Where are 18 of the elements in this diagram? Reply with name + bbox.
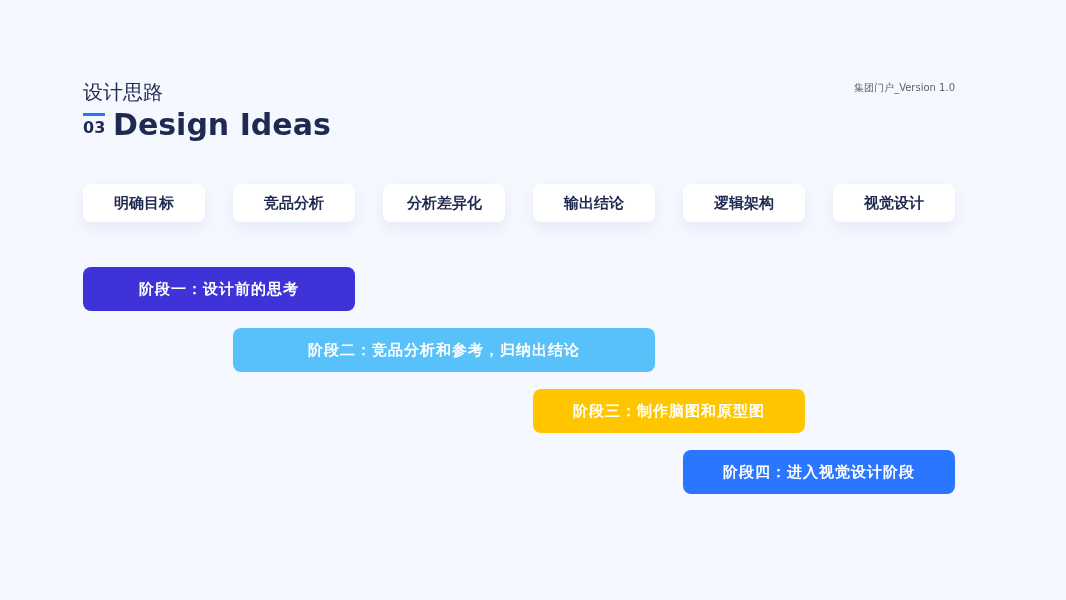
page-title: Design Ideas [113, 106, 331, 144]
step-label: 分析差异化 [406, 193, 482, 213]
phase-label: 阶段二：竞品分析和参考，归纳出结论 [308, 340, 580, 360]
section-number: 03 [83, 119, 106, 137]
phase-bar [233, 328, 655, 372]
step-label: 明确目标 [114, 193, 174, 213]
version-note: 集团门户_Version 1.0 [854, 81, 955, 94]
section-heading: 设计思路 [83, 80, 163, 104]
phase-label: 阶段三：制作脑图和原型图 [573, 401, 765, 421]
phase-bar [683, 450, 955, 494]
phase-bar [83, 267, 355, 311]
phase-label: 阶段四：进入视觉设计阶段 [723, 462, 915, 482]
step-label: 视觉设计 [864, 193, 924, 213]
step-label: 逻辑架构 [714, 193, 774, 213]
step-label: 输出结论 [564, 193, 624, 213]
phase-label: 阶段一：设计前的思考 [139, 279, 299, 299]
phase-bar [533, 389, 805, 433]
step-label: 竞品分析 [264, 193, 324, 213]
